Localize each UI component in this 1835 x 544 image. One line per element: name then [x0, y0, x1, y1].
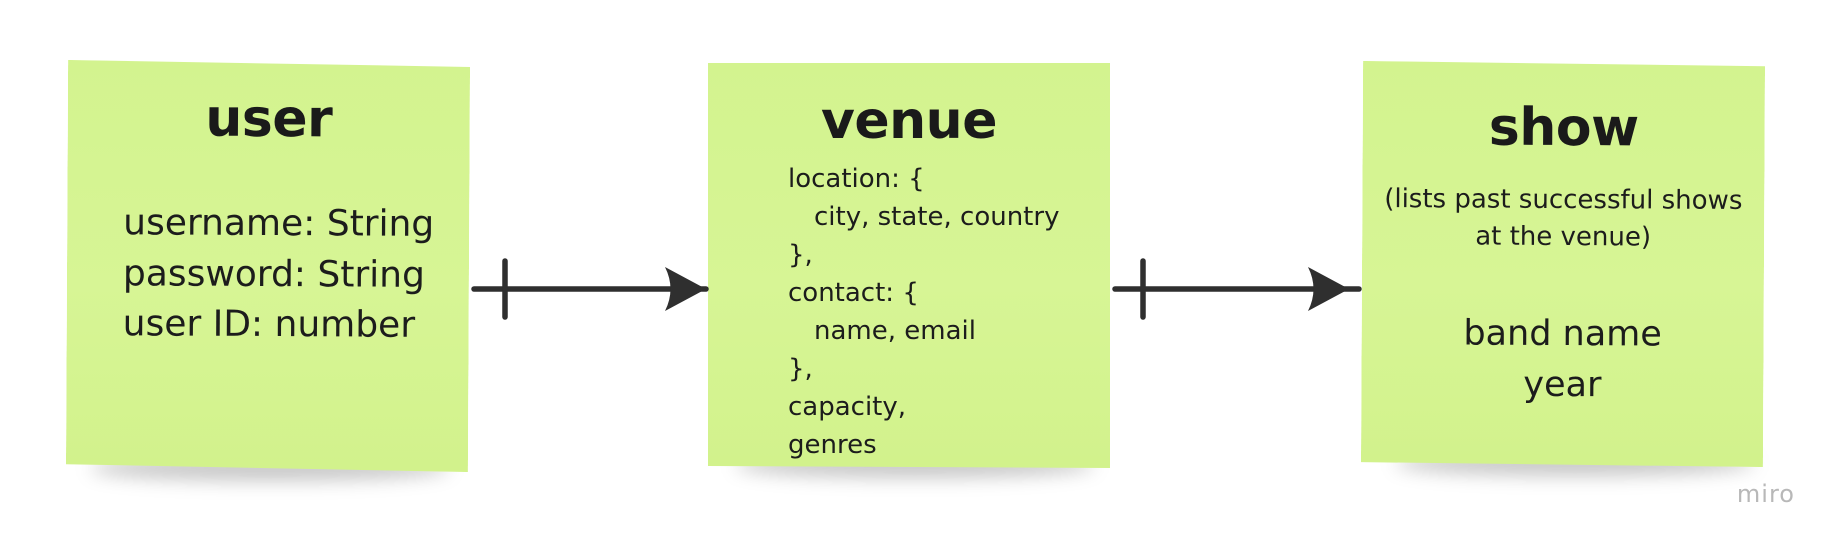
user-field-username: username: String [123, 202, 435, 245]
venue-field-genres: genres [788, 430, 877, 460]
user-field-user-id: user ID: number [122, 303, 416, 346]
venue-field-contact-values: name, email [814, 316, 976, 346]
connector-venue-to-show[interactable] [1111, 255, 1363, 325]
show-note[interactable]: show (lists past successful shows at the… [1361, 61, 1765, 467]
connector-user-to-venue[interactable] [470, 255, 710, 325]
show-note-title: show [1488, 97, 1639, 159]
show-subtitle-line-1: (lists past successful shows [1384, 184, 1743, 216]
show-field-year: year [1523, 364, 1602, 406]
arrowhead-icon [665, 267, 706, 311]
venue-field-location-close: }, [788, 240, 813, 270]
venue-field-contact-close: }, [788, 354, 813, 384]
venue-field-location-values: city, state, country [814, 202, 1060, 232]
miro-watermark: miro [1736, 480, 1795, 508]
venue-field-capacity: capacity, [788, 392, 907, 422]
user-note[interactable]: user username: String password: String u… [66, 60, 470, 472]
user-note-title: user [205, 88, 333, 150]
show-field-band-name: band name [1463, 313, 1662, 355]
venue-note-title: venue [821, 91, 997, 151]
arrowhead-icon [1308, 267, 1349, 311]
venue-note[interactable]: venue location: { city, state, country }… [708, 63, 1110, 468]
show-subtitle-line-2: at the venue) [1475, 221, 1652, 253]
venue-field-location-open: location: { [788, 164, 925, 194]
user-field-password: password: String [122, 253, 425, 296]
venue-field-contact-open: contact: { [788, 278, 919, 308]
